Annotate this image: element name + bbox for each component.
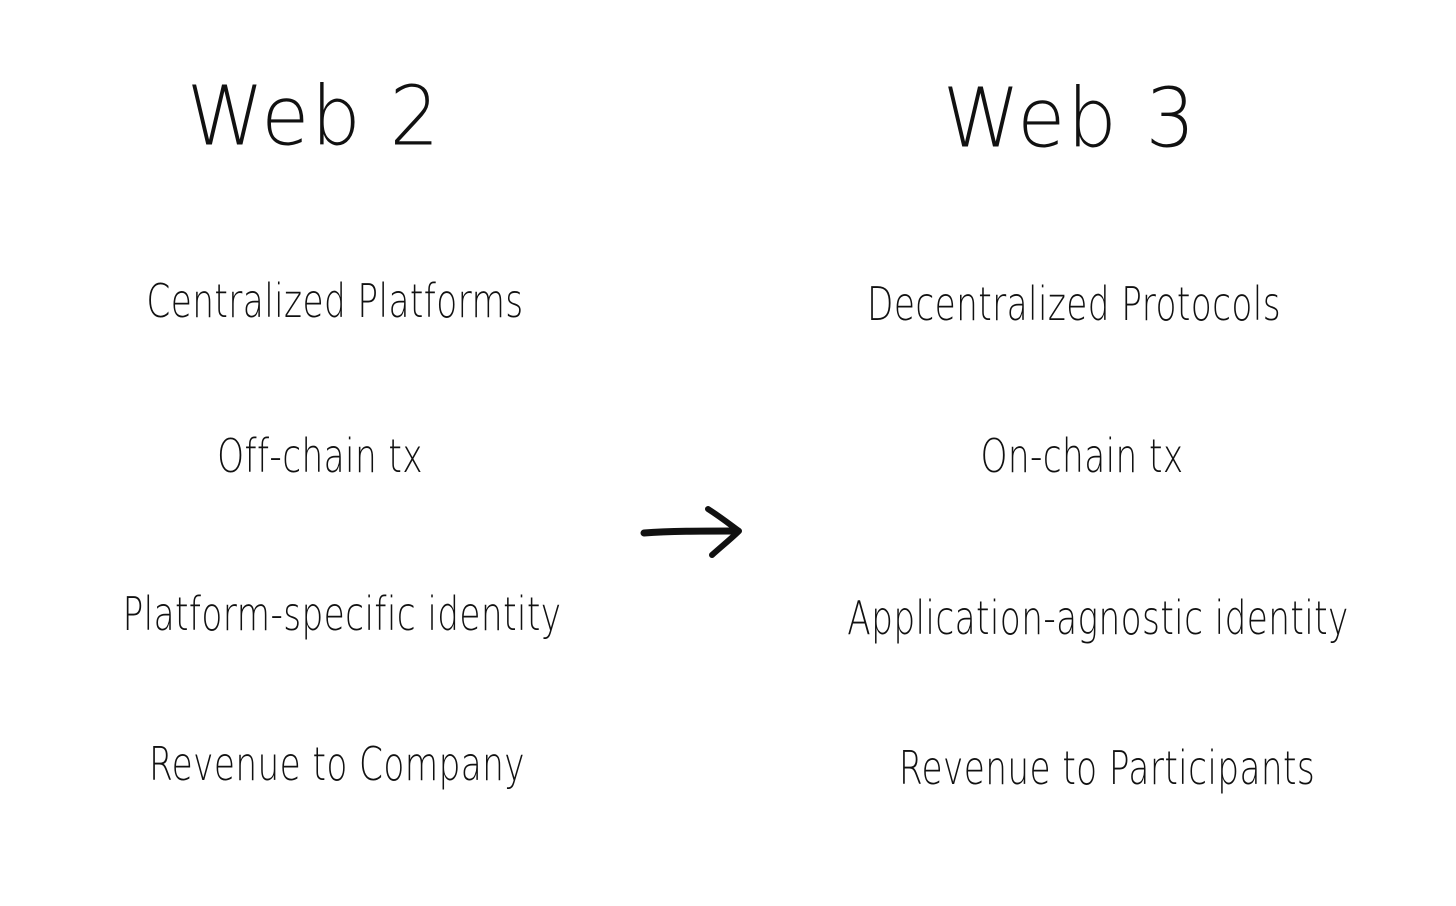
- web2-title: Web 2: [186, 70, 442, 165]
- web3-item-4: Revenue to Participants: [898, 742, 1316, 796]
- web2-item-2: Off-chain tx: [217, 430, 423, 484]
- web2-item-3: Platform-specific identity: [122, 588, 562, 642]
- web2-item-4: Revenue to Company: [148, 738, 526, 792]
- right-arrow-icon: [640, 506, 742, 558]
- web3-item-3: Application-agnostic identity: [847, 592, 1349, 646]
- web3-title: Web 3: [942, 72, 1198, 167]
- web3-item-2: On-chain tx: [980, 430, 1184, 484]
- web2-item-1: Centralized Platforms: [146, 275, 524, 329]
- web3-item-1: Decentralized Protocols: [867, 278, 1281, 332]
